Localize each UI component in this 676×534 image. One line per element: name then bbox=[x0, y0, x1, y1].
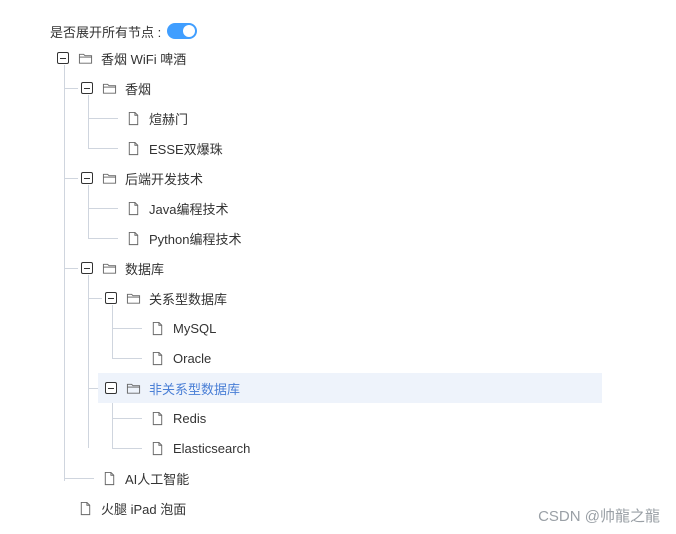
tree-line bbox=[112, 448, 142, 449]
document-icon bbox=[128, 111, 139, 125]
tree-line bbox=[88, 388, 102, 389]
document-icon bbox=[80, 501, 91, 515]
tree-line bbox=[112, 418, 142, 419]
expand-all-label: 是否展开所有节点 : bbox=[50, 24, 162, 40]
tree-node-brand2[interactable]: ESSE双爆珠 bbox=[0, 133, 676, 163]
node-label: 数据库 bbox=[125, 261, 165, 277]
tree-node-elasticsearch[interactable]: Elasticsearch bbox=[0, 433, 676, 463]
node-label: AI人工智能 bbox=[125, 471, 190, 487]
tree-line bbox=[112, 305, 113, 358]
node-label: 香烟 bbox=[125, 81, 152, 97]
expand-all-control: 是否展开所有节点 : bbox=[50, 20, 198, 42]
tree-line bbox=[88, 118, 118, 119]
tree-line bbox=[112, 328, 142, 329]
tree-node-relational[interactable]: 关系型数据库 bbox=[0, 283, 676, 313]
node-label: Python编程技术 bbox=[149, 231, 242, 247]
document-icon bbox=[128, 201, 139, 215]
tree-node-redis[interactable]: Redis bbox=[0, 403, 676, 433]
tree-line bbox=[88, 298, 102, 299]
node-label: ESSE双爆珠 bbox=[149, 141, 223, 157]
tree-line bbox=[112, 358, 142, 359]
tree-line bbox=[88, 275, 89, 448]
collapse-toggle[interactable] bbox=[81, 262, 93, 274]
document-icon bbox=[152, 321, 163, 335]
tree-node-java[interactable]: Java编程技术 bbox=[0, 193, 676, 223]
tree-line bbox=[64, 178, 78, 179]
tree-node-ai[interactable]: AI人工智能 bbox=[0, 463, 676, 493]
tree-node-database[interactable]: 数据库 bbox=[0, 253, 676, 283]
tree-node-oracle[interactable]: Oracle bbox=[0, 343, 676, 373]
node-label: Elasticsearch bbox=[173, 440, 251, 456]
collapse-toggle[interactable] bbox=[81, 82, 93, 94]
tree-node-brand1[interactable]: 煊赫门 bbox=[0, 103, 676, 133]
node-label: Oracle bbox=[173, 350, 212, 366]
selection-highlight bbox=[98, 373, 602, 403]
folder-open-icon bbox=[126, 293, 141, 304]
watermark: CSDN @帅龍之龍 bbox=[538, 508, 660, 525]
tree-node-nosql[interactable]: 非关系型数据库 bbox=[0, 373, 676, 403]
tree-node-mysql[interactable]: MySQL bbox=[0, 313, 676, 343]
document-icon bbox=[152, 411, 163, 425]
tree-line bbox=[64, 478, 94, 479]
expand-all-switch[interactable] bbox=[167, 23, 198, 39]
folder-open-icon bbox=[78, 53, 93, 64]
folder-open-icon bbox=[102, 83, 117, 94]
tree-line bbox=[88, 148, 118, 149]
node-label: 非关系型数据库 bbox=[149, 381, 241, 397]
folder-open-icon bbox=[102, 173, 117, 184]
tree-line bbox=[88, 238, 118, 239]
collapse-toggle[interactable] bbox=[105, 292, 117, 304]
tree-node-root2[interactable]: 火腿 iPad 泡面 bbox=[0, 493, 676, 523]
collapse-toggle[interactable] bbox=[105, 382, 117, 394]
tree-line bbox=[64, 65, 65, 481]
tree-line bbox=[64, 88, 78, 89]
node-label: Java编程技术 bbox=[149, 201, 229, 217]
tree-line bbox=[88, 185, 89, 238]
document-icon bbox=[128, 141, 139, 155]
node-label: 关系型数据库 bbox=[149, 291, 228, 307]
tree-node-root1[interactable]: 香烟 WiFi 啤酒 bbox=[0, 43, 676, 73]
tree-node-python[interactable]: Python编程技术 bbox=[0, 223, 676, 253]
tree-line bbox=[112, 395, 113, 448]
node-label: Redis bbox=[173, 410, 207, 426]
node-label: 后端开发技术 bbox=[125, 171, 204, 187]
tree-node-cigarettes[interactable]: 香烟 bbox=[0, 73, 676, 103]
collapse-toggle[interactable] bbox=[57, 52, 69, 64]
document-icon bbox=[152, 441, 163, 455]
document-icon bbox=[128, 231, 139, 245]
node-label: MySQL bbox=[173, 320, 217, 336]
node-label: 香烟 WiFi 啤酒 bbox=[101, 51, 187, 67]
tree-node-backend[interactable]: 后端开发技术 bbox=[0, 163, 676, 193]
tree-line bbox=[88, 95, 89, 148]
collapse-toggle[interactable] bbox=[81, 172, 93, 184]
switch-knob bbox=[183, 25, 196, 37]
node-label: 火腿 iPad 泡面 bbox=[101, 501, 187, 517]
folder-open-icon bbox=[126, 383, 141, 394]
tree-line bbox=[64, 268, 78, 269]
document-icon bbox=[104, 471, 115, 485]
node-label: 煊赫门 bbox=[149, 111, 189, 127]
tree-line bbox=[88, 208, 118, 209]
document-icon bbox=[152, 351, 163, 365]
folder-open-icon bbox=[102, 263, 117, 274]
